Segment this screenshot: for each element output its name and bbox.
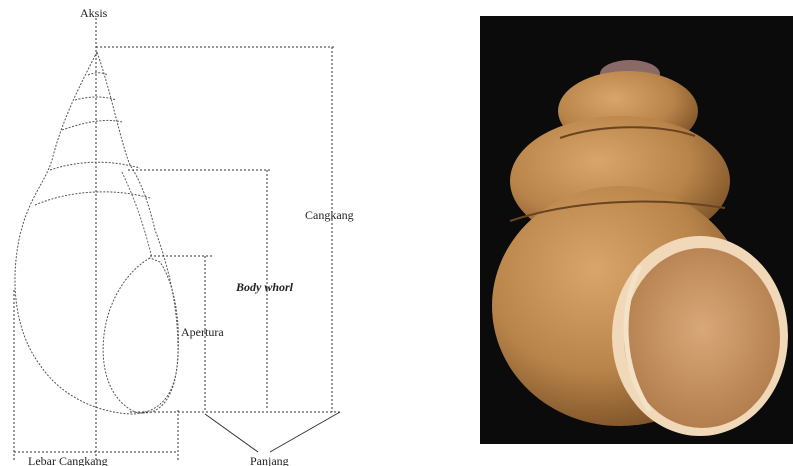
aperture-outline bbox=[103, 258, 178, 413]
shell-length-bracket bbox=[96, 47, 340, 412]
snail-shell-photo bbox=[480, 16, 793, 444]
body-whorl-label: Body whorl bbox=[235, 280, 294, 294]
shell-width-label: Lebar Cangkang bbox=[28, 454, 108, 466]
axis-label: Aksis bbox=[80, 6, 108, 20]
length-label: Panjang bbox=[250, 454, 289, 466]
length-pointer-lines bbox=[205, 412, 340, 452]
aperture-label: Apertura bbox=[181, 325, 224, 339]
shell-label: Cangkang bbox=[305, 208, 354, 222]
shell-photo-illustration bbox=[480, 16, 793, 444]
columella-line bbox=[122, 172, 152, 258]
shell-morphology-diagram: Aksis Cangkang Body whorl Apertura Lebar… bbox=[0, 0, 470, 466]
